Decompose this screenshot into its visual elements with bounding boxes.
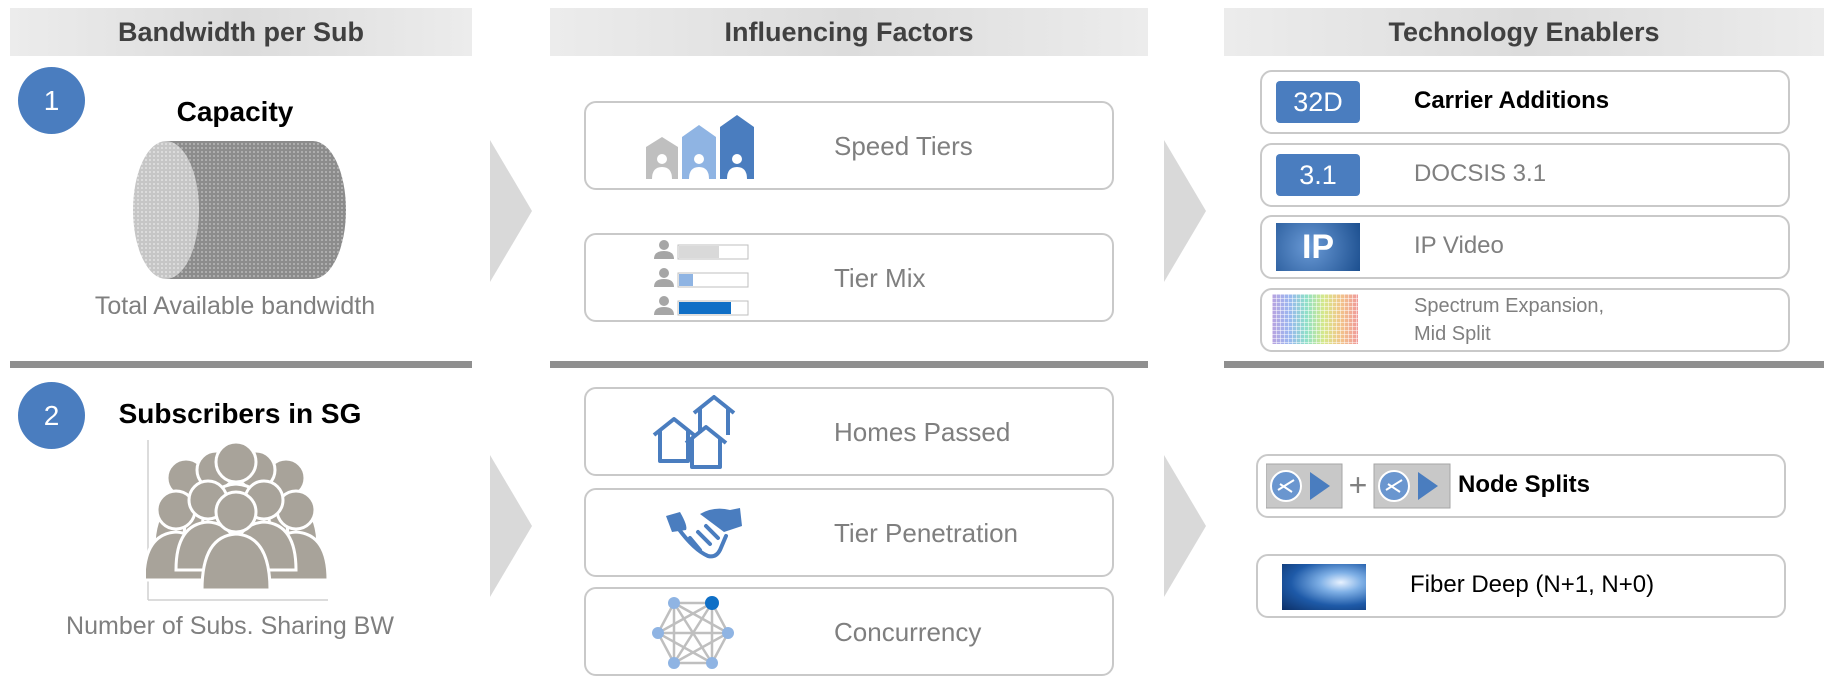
speed-tiers-houses-icon xyxy=(646,115,754,179)
section-divider-left xyxy=(10,361,472,368)
arrow-right-icon xyxy=(1164,140,1206,282)
badge-32d: 32D xyxy=(1276,81,1360,123)
step-number-1: 1 xyxy=(18,67,85,134)
section-divider-right xyxy=(1224,361,1824,368)
svg-text:+: + xyxy=(1349,467,1368,503)
capacity-cylinder-icon xyxy=(133,141,346,279)
factor-concurrency: Concurrency xyxy=(584,587,1114,676)
node-split-icon: + xyxy=(1266,463,1451,509)
enabler-label: IP Video xyxy=(1414,232,1504,259)
factor-label: Concurrency xyxy=(834,617,982,647)
factor-label: Tier Penetration xyxy=(834,518,1019,548)
enabler-label: DOCSIS 3.1 xyxy=(1414,160,1547,187)
factor-label: Tier Mix xyxy=(834,263,926,293)
enabler-label: Node Splits xyxy=(1458,471,1591,498)
tier-mix-bars-icon xyxy=(654,240,749,316)
column-header-enablers: Technology Enablers xyxy=(1224,8,1824,56)
enabler-label: Carrier Additions xyxy=(1414,87,1610,114)
step-number-2: 2 xyxy=(18,382,85,449)
capacity-caption: Total Available bandwidth xyxy=(94,292,376,320)
enabler-spectrum: Spectrum Expansion, Mid Split xyxy=(1260,288,1790,352)
enabler-docsis: 3.1 DOCSIS 3.1 xyxy=(1260,143,1790,207)
network-mesh-icon xyxy=(652,596,734,669)
enabler-label-line2: Mid Split xyxy=(1414,323,1491,345)
column-header-bandwidth: Bandwidth per Sub xyxy=(10,8,472,56)
enabler-label-line1: Spectrum Expansion, xyxy=(1414,295,1605,317)
factor-label: Homes Passed xyxy=(834,417,1011,447)
factor-speed-tiers: Speed Tiers xyxy=(584,101,1114,190)
badge-docsis: 3.1 xyxy=(1276,154,1360,196)
factor-tier-penetration: Tier Penetration xyxy=(584,488,1114,577)
fiber-optic-icon xyxy=(1282,564,1366,610)
handshake-icon xyxy=(666,508,742,559)
enabler-fiber-deep: Fiber Deep (N+1, N+0) xyxy=(1256,554,1786,618)
capacity-title: Capacity xyxy=(176,96,294,127)
arrow-right-icon xyxy=(1164,455,1206,597)
homes-icon xyxy=(652,395,736,469)
subscribers-title: Subscribers in SG xyxy=(118,398,362,429)
arrow-right-icon xyxy=(490,455,532,597)
factor-label: Speed Tiers xyxy=(834,131,973,161)
enabler-label: Fiber Deep (N+1, N+0) xyxy=(1410,571,1655,598)
spectrum-grid-overlay xyxy=(1272,294,1358,344)
arrow-right-icon xyxy=(490,140,532,282)
enabler-carrier-additions: 32D Carrier Additions xyxy=(1260,70,1790,134)
factor-tier-mix: Tier Mix xyxy=(584,233,1114,322)
enabler-ip-video: IP IP Video xyxy=(1260,215,1790,279)
enabler-node-splits: + Node Splits xyxy=(1256,454,1786,518)
factor-homes-passed: Homes Passed xyxy=(584,387,1114,476)
column-header-factors: Influencing Factors xyxy=(550,8,1148,56)
subscribers-caption: Number of Subs. Sharing BW xyxy=(66,612,394,640)
subscribers-group-icon xyxy=(146,440,328,601)
enabler-label: Spectrum Expansion, Mid Split xyxy=(1414,292,1604,348)
ip-video-icon: IP xyxy=(1276,223,1360,271)
section-divider-middle xyxy=(550,361,1148,368)
